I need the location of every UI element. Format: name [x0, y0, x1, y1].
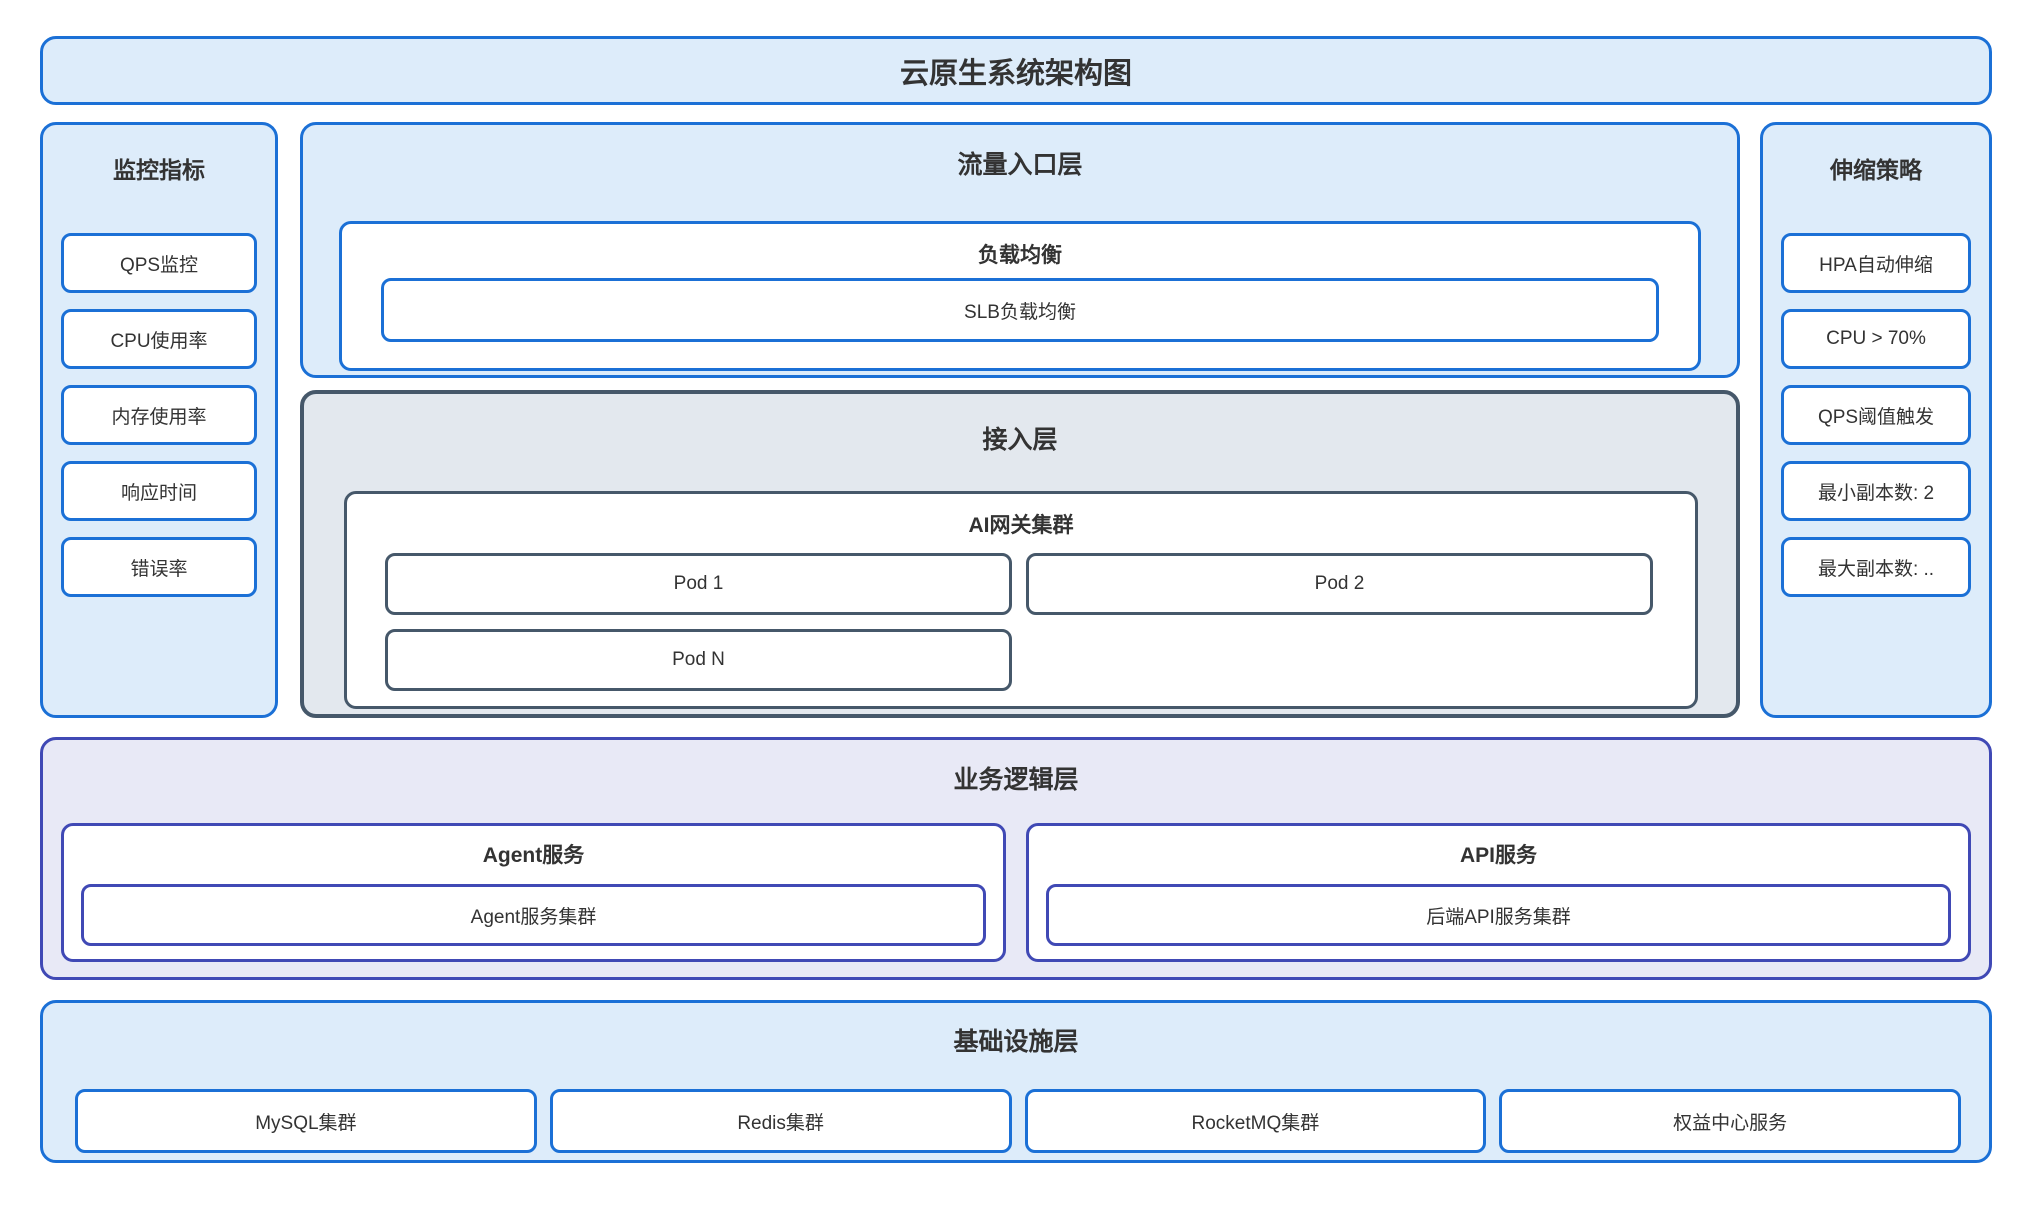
scaling-items: HPA自动伸缩 CPU > 70% QPS阈值触发 最小副本数: 2 最大副本数…: [1781, 233, 1971, 597]
business-logic-layer: 业务逻辑层 Agent服务 Agent服务集群 API服务 后端API服务集群: [40, 737, 1992, 980]
ai-gateway-cluster: AI网关集群 Pod 1 Pod 2 Pod N: [344, 491, 1698, 709]
monitoring-items: QPS监控 CPU使用率 内存使用率 响应时间 错误率: [61, 233, 257, 597]
scaling-item-hpa: HPA自动伸缩: [1781, 233, 1971, 293]
slb-node: SLB负载均衡: [381, 278, 1659, 342]
monitoring-item-error-rate: 错误率: [61, 537, 257, 597]
infrastructure-layer: 基础设施层 MySQL集群 Redis集群 RocketMQ集群 权益中心服务: [40, 1000, 1992, 1163]
scaling-item-max-replicas: 最大副本数: ..: [1781, 537, 1971, 597]
scaling-item-min-replicas: 最小副本数: 2: [1781, 461, 1971, 521]
monitoring-item-cpu: CPU使用率: [61, 309, 257, 369]
diagram-title-bar: 云原生系统架构图: [40, 36, 1992, 105]
traffic-entry-layer: 流量入口层 负载均衡 SLB负载均衡: [300, 122, 1740, 378]
business-logic-layer-title: 业务逻辑层: [953, 766, 1079, 794]
access-layer: 接入层 AI网关集群 Pod 1 Pod 2 Pod N: [300, 390, 1740, 718]
api-service-group: API服务 后端API服务集群: [1026, 823, 1971, 962]
api-service-group-title: API服务: [1459, 844, 1537, 867]
gateway-pods: Pod 1 Pod 2 Pod N: [385, 553, 1653, 691]
mysql-cluster-node: MySQL集群: [75, 1089, 537, 1153]
rocketmq-cluster-node: RocketMQ集群: [1024, 1089, 1487, 1153]
monitoring-panel: 监控指标 QPS监控 CPU使用率 内存使用率 响应时间 错误率: [40, 122, 278, 718]
scaling-panel: 伸缩策略 HPA自动伸缩 CPU > 70% QPS阈值触发 最小副本数: 2 …: [1760, 122, 1992, 718]
business-groups: Agent服务 Agent服务集群 API服务 后端API服务集群: [61, 823, 1971, 962]
rights-center-service-node: 权益中心服务: [1499, 1089, 1961, 1153]
diagram-title: 云原生系统架构图: [899, 57, 1132, 90]
infrastructure-layer-title: 基础设施层: [953, 1028, 1079, 1056]
traffic-entry-layer-title: 流量入口层: [957, 151, 1083, 179]
load-balancer-group: 负载均衡 SLB负载均衡: [339, 221, 1701, 371]
agent-service-group-title: Agent服务: [482, 844, 585, 867]
ai-gateway-cluster-title: AI网关集群: [968, 514, 1074, 537]
pod-n-node: Pod N: [385, 629, 1012, 691]
scaling-item-cpu-threshold: CPU > 70%: [1781, 309, 1971, 369]
scaling-item-qps-trigger: QPS阈值触发: [1781, 385, 1971, 445]
monitoring-item-qps: QPS监控: [61, 233, 257, 293]
scaling-panel-title: 伸缩策略: [1830, 157, 1922, 183]
pod-2-node: Pod 2: [1026, 553, 1653, 615]
access-layer-title: 接入层: [982, 426, 1058, 454]
monitoring-item-latency: 响应时间: [61, 461, 257, 521]
monitoring-panel-title: 监控指标: [113, 157, 205, 183]
agent-service-cluster-node: Agent服务集群: [81, 884, 986, 946]
load-balancer-group-title: 负载均衡: [978, 244, 1062, 267]
agent-service-group: Agent服务 Agent服务集群: [61, 823, 1006, 962]
redis-cluster-node: Redis集群: [549, 1089, 1012, 1153]
infrastructure-items: MySQL集群 Redis集群 RocketMQ集群 权益中心服务: [75, 1089, 1961, 1153]
backend-api-cluster-node: 后端API服务集群: [1046, 884, 1951, 946]
pod-1-node: Pod 1: [385, 553, 1012, 615]
monitoring-item-memory: 内存使用率: [61, 385, 257, 445]
